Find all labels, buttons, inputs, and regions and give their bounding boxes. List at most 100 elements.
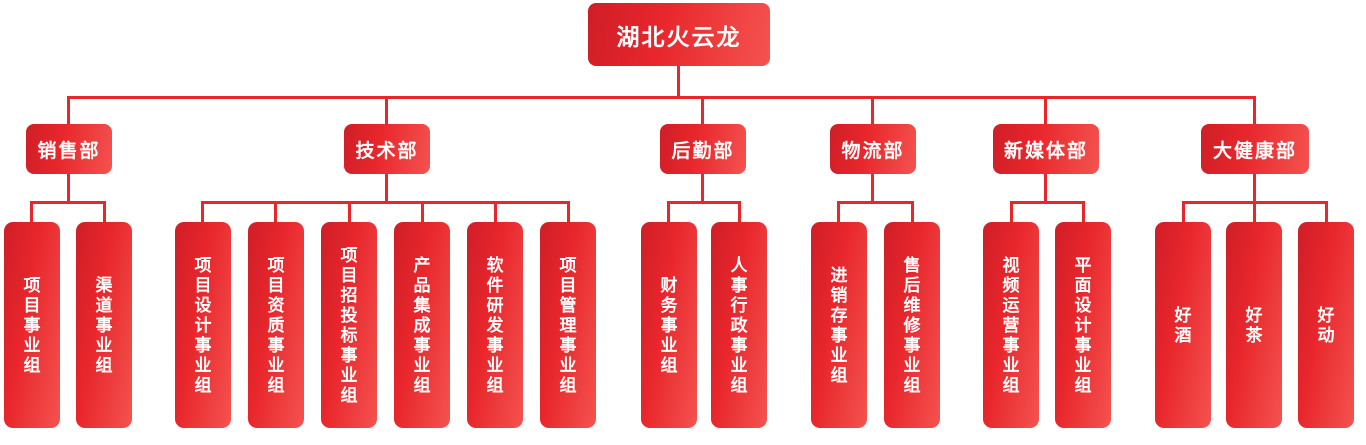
org-node-group-project-management: 项目管理事业组 [540, 222, 596, 428]
vertical-char: 组 [1002, 375, 1020, 395]
vertical-char: 好 [1317, 305, 1335, 325]
vertical-char: 业 [1002, 355, 1020, 375]
vertical-char: 好 [1174, 305, 1192, 325]
org-node-dept-technology: 技术部 [344, 124, 430, 174]
connector-dept-stem [1044, 174, 1047, 203]
vertical-char: 进 [830, 265, 848, 285]
connector-child-drop [494, 201, 497, 222]
org-node-group-aftersales-repair: 售后维修事业组 [884, 222, 940, 428]
vertical-char: 事 [730, 275, 748, 295]
vertical-char: 业 [413, 355, 431, 375]
connector-dept-drop [701, 96, 704, 125]
vertical-char: 计 [194, 315, 212, 335]
org-node-dept-logistics-support: 后勤部 [660, 124, 746, 174]
vertical-char: 业 [903, 355, 921, 375]
vertical-char: 行 [730, 295, 748, 315]
connector-child-drop [1182, 201, 1185, 222]
vertical-char: 事 [95, 315, 113, 335]
org-node-group-project-design: 项目设计事业组 [175, 222, 231, 428]
dept-label: 新媒体部 [1003, 140, 1088, 162]
vertical-char: 渠 [95, 275, 113, 295]
vertical-char: 品 [413, 275, 431, 295]
vertical-char: 业 [730, 355, 748, 375]
connector-child-drop [103, 201, 106, 222]
connector-top-bar [67, 96, 1256, 99]
org-node-root-label: 湖北火云龙 [616, 23, 742, 50]
connector-dept-drop [67, 96, 70, 125]
vertical-char: 营 [1002, 315, 1020, 335]
connector-child-drop [667, 201, 670, 222]
connector-child-drop [30, 201, 33, 222]
vertical-char: 动 [1317, 325, 1335, 345]
vertical-char: 好 [1245, 305, 1263, 325]
dept-label: 技术部 [355, 140, 419, 162]
org-node-group-product-integration: 产品集成事业组 [394, 222, 450, 428]
vertical-char: 面 [1074, 275, 1092, 295]
vertical-char: 组 [340, 385, 358, 405]
org-node-group-good-tea: 好茶 [1226, 222, 1282, 428]
org-node-group-finance: 财务事业组 [641, 222, 697, 428]
vertical-char: 售 [903, 255, 921, 275]
vertical-char: 发 [486, 315, 504, 335]
vertical-char: 事 [23, 315, 41, 335]
dept-label: 大健康部 [1212, 140, 1297, 162]
vertical-char: 业 [1074, 355, 1092, 375]
connector-child-drop [421, 201, 424, 222]
connector-root-drop [677, 66, 680, 97]
vertical-char: 业 [830, 345, 848, 365]
vertical-char: 项 [340, 245, 358, 265]
vertical-char: 事 [413, 335, 431, 355]
vertical-char: 存 [830, 305, 848, 325]
connector-child-drop [1010, 201, 1013, 222]
vertical-char: 设 [1074, 295, 1092, 315]
connector-child-bar [201, 201, 570, 204]
vertical-char: 事 [194, 335, 212, 355]
dept-label: 物流部 [841, 140, 905, 162]
vertical-char: 政 [730, 315, 748, 335]
org-node-group-good-activity: 好动 [1298, 222, 1354, 428]
connector-dept-drop [385, 96, 388, 125]
vertical-char: 集 [413, 295, 431, 315]
vertical-char: 组 [559, 375, 577, 395]
vertical-char: 频 [1002, 275, 1020, 295]
org-node-group-project-qualification: 项目资质事业组 [248, 222, 304, 428]
vertical-char: 目 [194, 275, 212, 295]
vertical-char: 组 [267, 375, 285, 395]
org-node-group-hr-admin: 人事行政事业组 [711, 222, 767, 428]
connector-child-bar [667, 201, 741, 204]
vertical-char: 酒 [1174, 325, 1192, 345]
connector-child-drop [1082, 201, 1085, 222]
vertical-char: 项 [194, 255, 212, 275]
vertical-char: 质 [267, 315, 285, 335]
vertical-char: 修 [903, 315, 921, 335]
connector-child-drop [837, 201, 840, 222]
vertical-char: 组 [730, 375, 748, 395]
vertical-char: 计 [1074, 315, 1092, 335]
vertical-char: 事 [486, 335, 504, 355]
vertical-char: 软 [486, 255, 504, 275]
connector-dept-stem [385, 174, 388, 203]
vertical-char: 投 [340, 305, 358, 325]
connector-child-drop [567, 201, 570, 222]
vertical-char: 业 [267, 355, 285, 375]
vertical-char: 组 [660, 355, 678, 375]
connector-dept-stem [701, 174, 704, 203]
vertical-char: 事 [1074, 335, 1092, 355]
vertical-char: 目 [340, 265, 358, 285]
vertical-char: 组 [95, 355, 113, 375]
org-node-group-inventory: 进销存事业组 [811, 222, 867, 428]
vertical-char: 财 [660, 275, 678, 295]
vertical-char: 业 [559, 355, 577, 375]
org-node-dept-big-health: 大健康部 [1201, 124, 1309, 174]
vertical-char: 招 [340, 285, 358, 305]
connector-dept-drop [1253, 96, 1256, 125]
vertical-char: 平 [1074, 255, 1092, 275]
org-node-dept-logistics: 物流部 [830, 124, 916, 174]
vertical-char: 件 [486, 275, 504, 295]
vertical-char: 业 [95, 335, 113, 355]
vertical-char: 维 [903, 295, 921, 315]
connector-child-bar [837, 201, 914, 204]
connector-child-drop [348, 201, 351, 222]
connector-child-bar [1010, 201, 1085, 204]
